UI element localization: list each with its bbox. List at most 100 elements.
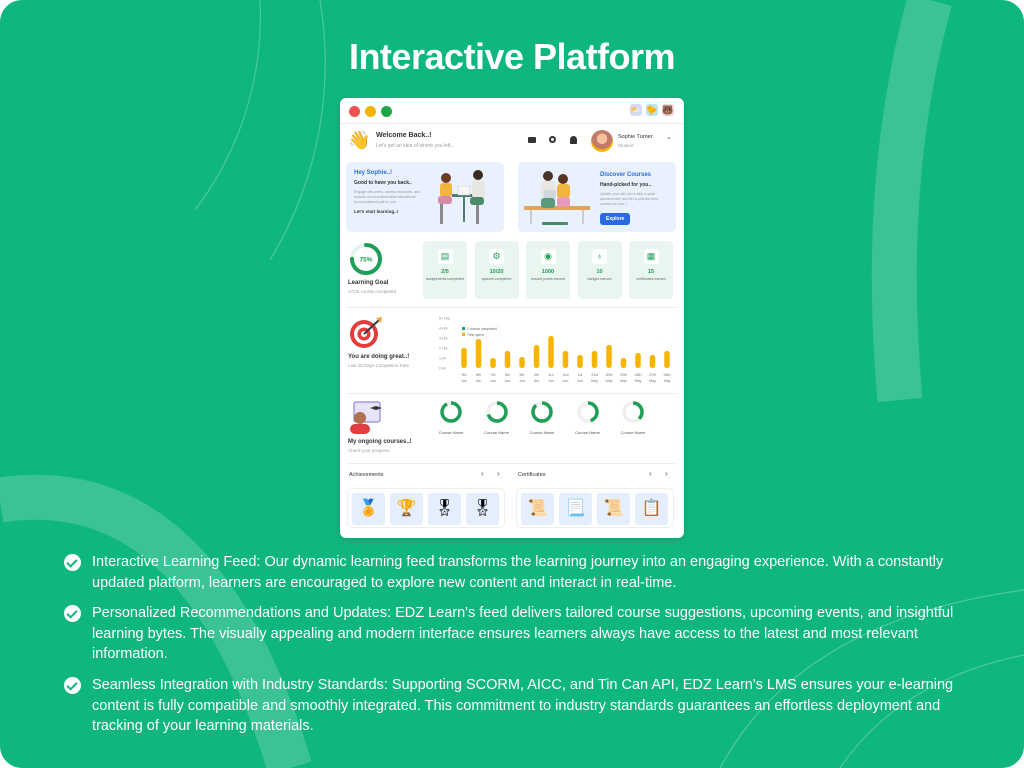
chart-bar[interactable] [548, 336, 554, 368]
achievements-title: Achievements [349, 472, 384, 478]
chevron-down-icon[interactable]: ⌄ [666, 134, 672, 141]
course-progress-ring [531, 401, 553, 423]
course-progress-ring [485, 401, 508, 423]
chart-bar[interactable] [504, 351, 511, 368]
certificates-next-button[interactable]: › [665, 469, 668, 478]
target-icon [350, 317, 382, 348]
medal-icon[interactable]: 🏅 [352, 493, 385, 525]
x-tick-label: May [635, 379, 642, 383]
x-tick-label: 5th [520, 373, 525, 377]
banner-body: Engage with peers, access resources, and… [354, 190, 420, 204]
stat-value: 10/20 [489, 269, 504, 275]
y-tick-label: 0 Hr [439, 367, 447, 371]
maximize-window-button[interactable] [381, 106, 392, 117]
learning-goal-title: Learning Goal [348, 280, 389, 286]
course-progress-item[interactable]: Course Name [475, 400, 519, 435]
user-name: Sophie Turner [618, 134, 653, 140]
legend-swatch [462, 327, 465, 330]
close-window-button[interactable] [349, 106, 360, 117]
certificate-2-icon[interactable]: 📃 [559, 493, 592, 525]
ongoing-subtitle: Check your progress [348, 448, 390, 453]
x-tick-label: Jun [577, 379, 583, 383]
x-tick-label: May [620, 379, 627, 383]
y-tick-label: 3 Hrs [439, 337, 448, 341]
ribbon-icon[interactable]: 🎖 [428, 493, 461, 525]
chart-bar[interactable] [649, 355, 656, 368]
chat-icon[interactable] [528, 137, 536, 143]
chart-bar[interactable] [533, 345, 540, 368]
chart-bar[interactable] [591, 351, 598, 368]
bear-app-icon[interactable]: 🐻 [662, 104, 674, 116]
stat-value: 1000 [541, 269, 555, 275]
divider [346, 307, 678, 308]
certificate-4-icon[interactable]: 📋 [635, 493, 668, 525]
x-tick-label: 26th [664, 373, 671, 377]
y-tick-label: 2 Hrs [439, 347, 448, 351]
stat-label: reward points earned [531, 277, 565, 281]
x-tick-label: Jun [461, 379, 467, 383]
banner-heading: Discover Courses [600, 172, 652, 178]
check-circle-icon [64, 677, 81, 694]
course-name: Course Name [484, 430, 509, 435]
achievements-next-button[interactable]: › [497, 469, 500, 478]
stat-card: ◉ 1000 reward points earned [526, 241, 570, 299]
chart-bar[interactable] [461, 348, 467, 368]
x-tick-label: 2nd [563, 373, 569, 377]
chart-bar[interactable] [664, 351, 670, 368]
stat-card: ▦ 15 certificates earned [629, 241, 673, 299]
y-tick-label: 5+ Hrs [439, 317, 450, 321]
study-illustration [438, 170, 485, 224]
chart-bar[interactable] [620, 358, 627, 368]
learning-goal-progress-arc [350, 243, 382, 275]
x-tick-label: Jun [490, 379, 496, 383]
avatar[interactable] [591, 130, 613, 152]
start-learning-link[interactable]: Let's start learning..! [354, 209, 399, 214]
chart-bar[interactable] [577, 355, 583, 368]
legend-label: 1 course completed [467, 327, 497, 331]
chart-bar[interactable] [490, 358, 496, 368]
x-tick-label: May [664, 379, 671, 383]
chart-bar[interactable] [475, 339, 482, 368]
weather-app-icon[interactable]: ⛅ [630, 104, 642, 116]
explore-button[interactable]: Explore [600, 213, 631, 225]
certificate-1-icon[interactable]: 📜 [521, 493, 554, 525]
feature-bullet: Seamless Integration with Industry Stand… [64, 675, 964, 737]
page-title: Interactive Platform [348, 36, 676, 77]
achievements-prev-button[interactable]: ‹ [481, 469, 484, 478]
student-laptop-icon [350, 401, 382, 434]
chart-bar[interactable] [562, 351, 569, 368]
course-progress-ring [440, 401, 462, 423]
trophy-icon[interactable]: 🏆 [390, 493, 423, 525]
x-tick-label: 1st [578, 373, 583, 377]
chart-bar[interactable] [606, 345, 612, 368]
feature-text: Personalized Recommendations and Updates… [92, 605, 954, 662]
achievements-tray: 🏅🏆🎖🎖 [347, 488, 505, 528]
bell-icon[interactable] [570, 136, 577, 144]
certificates-prev-button[interactable]: ‹ [649, 469, 652, 478]
x-tick-label: 30th [606, 373, 613, 377]
y-tick-label: 4 Hrs [439, 327, 448, 331]
banner-body: Update your skill set or take a quick qu… [600, 192, 658, 206]
x-tick-label: 6th [505, 373, 510, 377]
search-icon[interactable] [549, 136, 556, 143]
course-progress-item[interactable]: Course Name [566, 400, 610, 435]
progress-subtitle: Last 15 Days Completion Rate [348, 363, 410, 368]
minimize-window-button[interactable] [365, 106, 376, 117]
course-progress-item[interactable]: Course Name [520, 400, 564, 435]
duck-app-icon[interactable]: 🐤 [646, 104, 658, 116]
check-circle-icon [64, 554, 81, 571]
chart-bar[interactable] [519, 357, 525, 368]
medal-icon: ♁ [592, 249, 607, 264]
chart-bar[interactable] [635, 353, 641, 368]
window-titlebar: ⛅ 🐤 🐻 [340, 98, 684, 124]
x-tick-label: 27th [649, 373, 656, 377]
course-progress-item[interactable]: Course Name [429, 400, 473, 435]
stat-label: certificates earned [636, 277, 666, 281]
course-progress-item[interactable]: Course Name [611, 400, 655, 435]
stat-label: quizzes completed [481, 277, 512, 281]
feature-bullet: Interactive Learning Feed: Our dynamic l… [64, 552, 964, 593]
certificate-3-icon[interactable]: 📜 [597, 493, 630, 525]
star-medal-icon[interactable]: 🎖 [466, 493, 499, 525]
welcome-heading: Welcome Back..! [376, 132, 432, 139]
